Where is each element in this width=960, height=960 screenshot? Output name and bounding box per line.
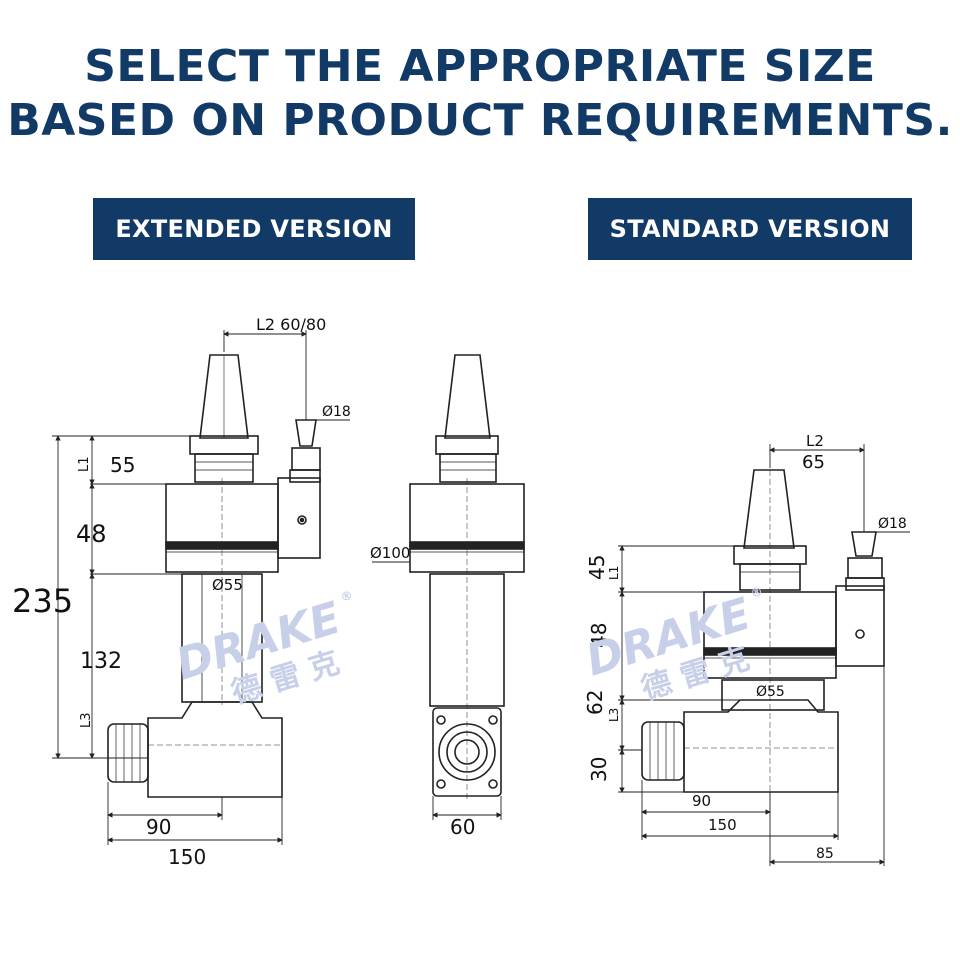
watermark-left: DRAKE ® 德 雷 克 [170,588,355,711]
extended-dim-150: 150 [168,845,206,869]
side-view [409,354,525,800]
extended-shaft-dia-label: Ø55 [212,576,243,594]
extended-side-holder [277,477,321,559]
side-dim-60: 60 [450,815,475,839]
extended-collet-nut [107,723,149,783]
standard-dim-150: 150 [708,816,737,834]
extended-taper [199,354,249,439]
extended-dim-55: 55 [110,453,135,477]
standard-dimensions [618,444,910,866]
extended-dim-235: 235 [12,582,73,620]
standard-version-badge: STANDARD VERSION [588,198,912,260]
headline: SELECT THE APPROPRIATE SIZE BASED ON PRO… [0,40,960,148]
standard-dim-90: 90 [692,792,711,810]
standard-l2-label: L2 [806,432,824,450]
standard-bottom-body [683,699,839,793]
extended-dim-48: 48 [76,520,107,548]
standard-collet-dia-label: Ø18 [878,516,907,532]
watermark-registered-right: ® [749,584,765,601]
standard-shaft-dia-label: Ø55 [756,684,785,700]
headline-line-2: BASED ON PRODUCT REQUIREMENTS. [7,95,953,146]
extended-l2-label: L2 60/80 [256,315,326,334]
standard-taper [743,469,795,549]
standard-dim-45: 45 [585,555,609,580]
extended-l1-label: L1 [77,456,92,472]
standard-dim-30: 30 [587,757,611,782]
extended-l3-label: L3 [79,712,94,728]
extended-front-view [107,354,321,798]
standard-collet-nut [641,721,685,781]
standard-dim-85: 85 [816,846,834,862]
standard-dim-65: 65 [802,452,825,473]
watermark-registered-left: ® [339,588,355,605]
standard-l1-label: L1 [607,566,621,580]
extended-dim-90: 90 [146,815,171,839]
extended-dim-132: 132 [80,649,122,674]
extended-bottom-body [147,701,283,798]
standard-dim-62: 62 [583,690,607,715]
standard-side-holder [835,585,885,667]
extended-collet-dia-label: Ø18 [322,404,351,420]
standard-dimension-labels: L2 65 Ø18 45 L1 48 62 L3 Ø55 30 90 150 8… [583,432,907,862]
side-dimensions [372,561,502,820]
extended-dimension-labels: L2 60/80 Ø18 L1 55 48 235 132 L3 Ø55 90 … [12,315,351,869]
side-body-dia-label: Ø100 [370,544,410,562]
standard-shaft [721,679,825,711]
standard-front-view [641,469,885,800]
side-taper [444,354,491,439]
extended-version-badge: EXTENDED VERSION [93,198,415,260]
extended-dimensions [52,330,350,845]
standard-dim-48: 48 [587,623,611,648]
side-square-flange [432,707,502,797]
headline-line-1: SELECT THE APPROPRIATE SIZE [84,41,876,92]
standard-l3-label: L3 [607,708,621,722]
